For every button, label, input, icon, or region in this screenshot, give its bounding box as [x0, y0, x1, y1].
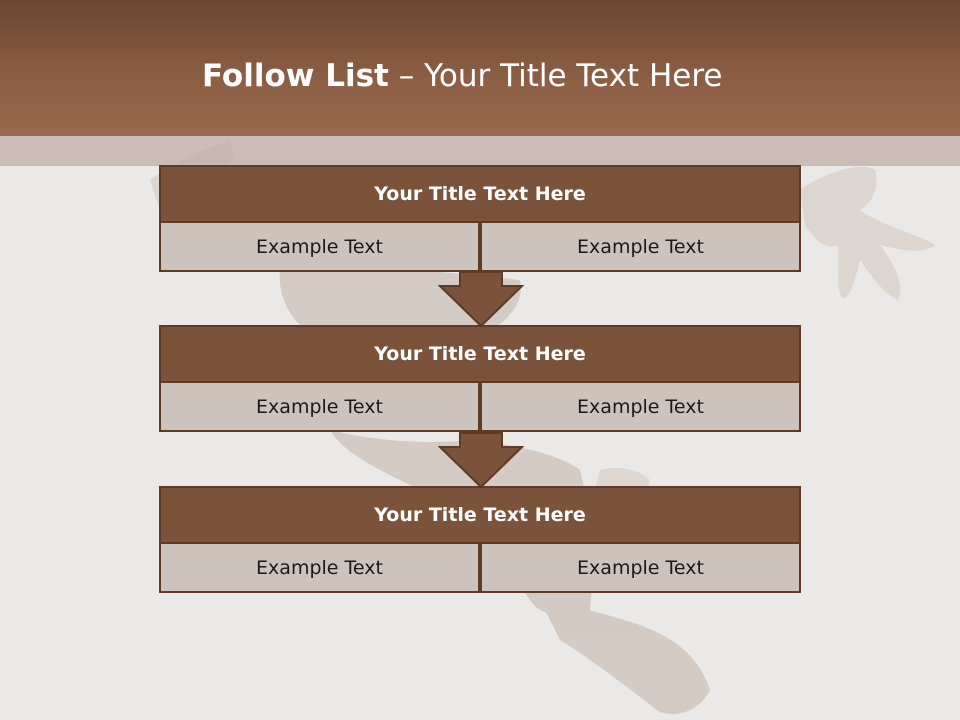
- title-banner: [0, 0, 960, 136]
- list-block-3: Your Title Text Here Example Text Exampl…: [159, 486, 801, 593]
- list-block-2: Your Title Text Here Example Text Exampl…: [159, 325, 801, 432]
- list-block-1: Your Title Text Here Example Text Exampl…: [159, 165, 801, 272]
- block-cell-left: Example Text: [159, 223, 480, 272]
- down-arrow-icon: [438, 432, 524, 489]
- slide-title-rest: – Your Title Text Here: [388, 58, 723, 94]
- block-title: Your Title Text Here: [159, 325, 801, 383]
- down-arrow-icon: [438, 271, 524, 328]
- block-cell-right: Example Text: [480, 223, 801, 272]
- block-row: Example Text Example Text: [159, 223, 801, 272]
- block-title: Your Title Text Here: [159, 486, 801, 544]
- block-cell-right: Example Text: [480, 383, 801, 432]
- block-cell-left: Example Text: [159, 544, 480, 593]
- block-row: Example Text Example Text: [159, 383, 801, 432]
- slide-title: Follow List – Your Title Text Here: [202, 56, 722, 96]
- block-title: Your Title Text Here: [159, 165, 801, 223]
- slide-title-bold: Follow List: [202, 58, 389, 94]
- block-cell-left: Example Text: [159, 383, 480, 432]
- block-row: Example Text Example Text: [159, 544, 801, 593]
- block-cell-right: Example Text: [480, 544, 801, 593]
- banner-strip: [0, 136, 960, 166]
